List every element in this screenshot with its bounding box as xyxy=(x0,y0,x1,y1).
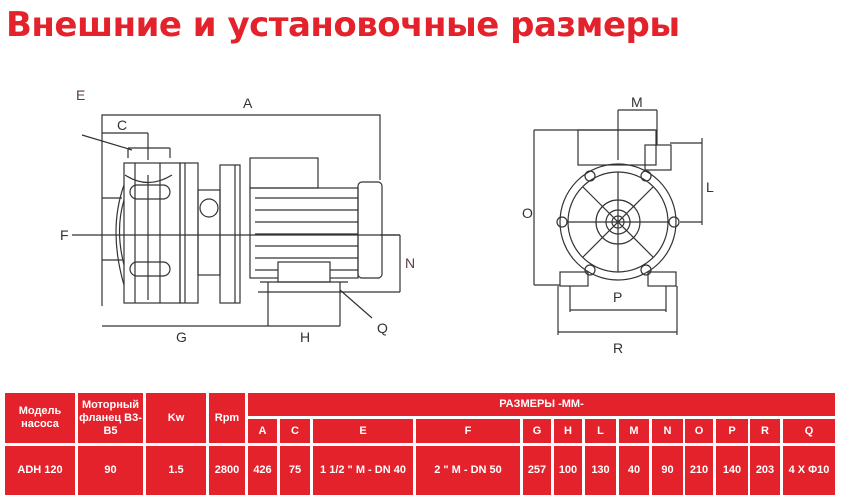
label-O: O xyxy=(522,205,533,221)
cell-dim-G: 257 xyxy=(523,446,551,495)
label-R: R xyxy=(613,340,623,356)
cell-dim-A: 426 xyxy=(248,446,277,495)
cell-dim-N: 90 xyxy=(652,446,683,495)
cell-dim-M: 40 xyxy=(619,446,649,495)
header-dim-A: A xyxy=(248,419,277,443)
cell-dim-Q: 4 X Φ10 xyxy=(783,446,835,495)
cell-dim-L: 130 xyxy=(585,446,616,495)
header-rpm: Rpm xyxy=(209,393,245,443)
label-P: P xyxy=(613,289,622,305)
label-G: G xyxy=(176,329,187,345)
front-view-drawing xyxy=(533,109,703,335)
label-Q: Q xyxy=(377,320,388,336)
label-A: A xyxy=(243,95,253,111)
label-N: N xyxy=(405,255,415,271)
cell-kw: 1.5 xyxy=(146,446,206,495)
cell-rpm: 2800 xyxy=(209,446,245,495)
header-dim-C: C xyxy=(280,419,310,443)
cell-dim-C: 75 xyxy=(280,446,310,495)
pump-drawing-svg: A E C F N Q G H xyxy=(60,87,714,356)
page-title: Внешние и установочные размеры xyxy=(6,5,680,45)
label-H: H xyxy=(300,329,310,345)
header-dim-O: O xyxy=(685,419,713,443)
header-dim-R: R xyxy=(750,419,780,443)
header-kw: Kw xyxy=(146,393,206,443)
cell-flange: 90 xyxy=(78,446,143,495)
header-dim-M: M xyxy=(619,419,649,443)
label-C: C xyxy=(117,117,127,133)
cell-dim-P: 140 xyxy=(716,446,748,495)
header-dim-N: N xyxy=(652,419,683,443)
header-model: Модель насоса xyxy=(5,393,75,443)
cell-dim-E: 1 1/2 " M - DN 40 xyxy=(313,446,413,495)
header-dim-L: L xyxy=(585,419,616,443)
cell-dim-F: 2 " M - DN 50 xyxy=(416,446,520,495)
dimensions-table: Модель насоса Моторный фланец B3-B5 Kw R… xyxy=(5,393,835,495)
label-M: M xyxy=(631,94,643,110)
header-sizes-group: РАЗМЕРЫ -ММ- xyxy=(248,393,835,416)
cell-dim-O: 210 xyxy=(685,446,713,495)
header-dim-F: F xyxy=(416,419,520,443)
header-dim-E: E xyxy=(313,419,413,443)
header-dim-H: H xyxy=(554,419,582,443)
header-flange: Моторный фланец B3-B5 xyxy=(78,393,143,443)
cell-dim-H: 100 xyxy=(554,446,582,495)
label-E: E xyxy=(76,87,85,103)
side-view-drawing xyxy=(72,114,401,327)
cell-dim-R: 203 xyxy=(750,446,780,495)
label-L: L xyxy=(706,179,714,195)
header-dim-Q: Q xyxy=(783,419,835,443)
header-dim-P: P xyxy=(716,419,748,443)
dimension-drawings: A E C F N Q G H xyxy=(0,60,842,390)
header-dim-G: G xyxy=(523,419,551,443)
cell-model: ADH 120 xyxy=(5,446,75,495)
label-F: F xyxy=(60,227,69,243)
